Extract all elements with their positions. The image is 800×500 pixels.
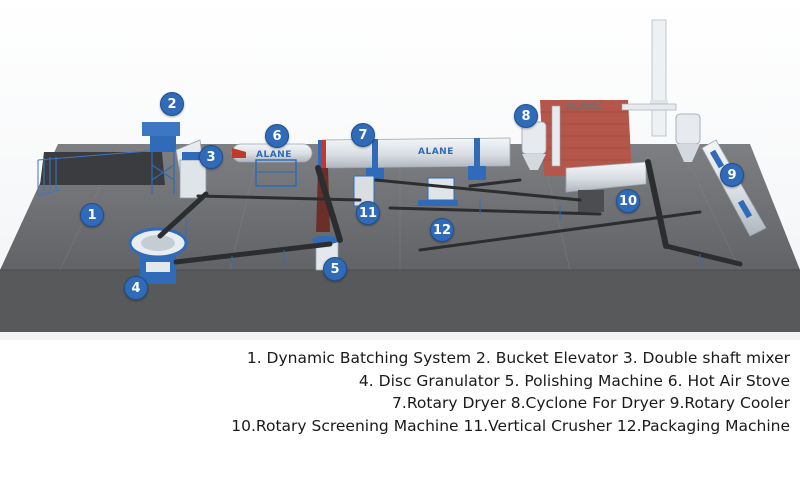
platform-side [0,270,800,332]
belt-conveyors [157,159,743,267]
rotary-screening-machine [565,161,647,212]
marker-10: 10 [616,189,640,213]
double-shaft-mixer [179,152,207,199]
marker-2: 2 [160,92,184,116]
batching-system [37,149,165,197]
marker-8: 8 [514,104,538,128]
marker-4: 4 [124,276,148,300]
cyclone-for-dryer [521,19,701,176]
brand-mark-dryer: ALANE [418,147,454,157]
marker-7: 7 [351,123,375,147]
marker-12: 12 [430,218,454,242]
hot-air-stove [231,143,313,187]
legend-line-1: 1. Dynamic Batching System 2. Bucket Ele… [246,349,790,367]
legend-line-4: 10.Rotary Screening Machine 11.Vertical … [231,416,790,435]
legend-line-2: 4. Disc Granulator 5. Polishing Machine … [358,371,790,390]
marker-6: 6 [265,124,289,148]
marker-1: 1 [80,203,104,227]
equipment-legend: 1. Dynamic Batching System 2. Bucket Ele… [190,347,790,437]
conveyor-supports [185,200,701,268]
marker-3: 3 [199,145,223,169]
marker-9: 9 [720,163,744,187]
rotary-cooler [701,139,767,237]
brand-mark-building: ALANE [566,102,602,112]
disc-granulator [128,227,188,284]
legend-line-3: 7.Rotary Dryer 8.Cyclone For Dryer 9.Rot… [392,394,790,412]
plant-layout-illustration [0,0,800,340]
rotary-dryer [318,137,511,182]
brand-mark-stove: ALANE [256,150,292,160]
marker-11: 11 [356,201,380,225]
marker-5: 5 [323,257,347,281]
